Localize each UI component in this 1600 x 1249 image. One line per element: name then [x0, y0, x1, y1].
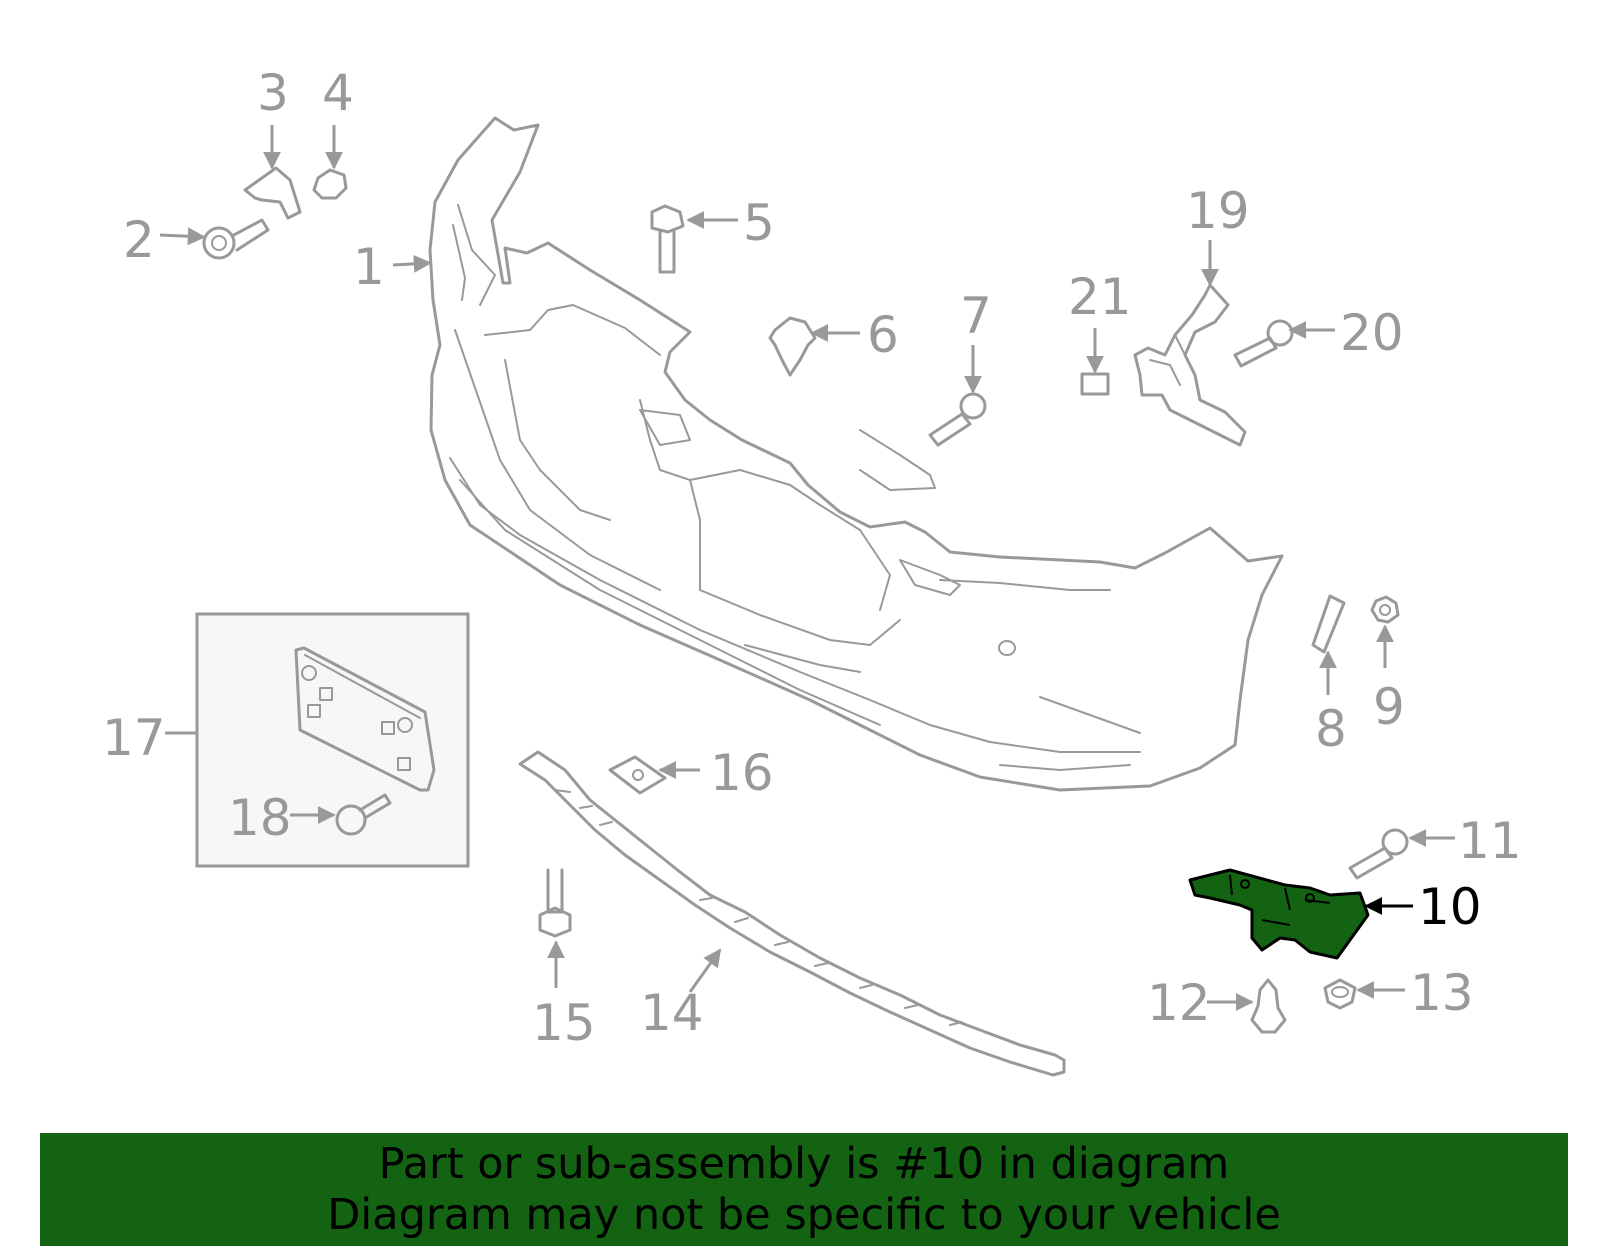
bolt-part-5: [650, 204, 685, 274]
callout-7: 7: [960, 287, 992, 345]
callout-13: 13: [1410, 964, 1474, 1022]
callout-12: 12: [1147, 974, 1211, 1032]
callout-10-highlighted: 10: [1418, 878, 1482, 936]
callout-5: 5: [743, 194, 775, 252]
leader-lines: [159, 125, 1455, 1011]
callout-15: 15: [532, 994, 596, 1052]
stud-part-15: [538, 868, 572, 938]
nut-part-9: [1370, 595, 1400, 624]
callout-11: 11: [1458, 812, 1522, 870]
push-pin-part-6: [768, 316, 817, 377]
callout-6: 6: [867, 306, 899, 364]
banner-line-2: Diagram may not be specific to your vehi…: [327, 1189, 1281, 1240]
callout-labels: 1 2 3 4 5 6 7 8 9 10 11 12 13 14 15 16 1…: [102, 64, 1522, 1052]
callout-1: 1: [353, 238, 385, 296]
banner-line-1: Part or sub-assembly is #10 in diagram: [378, 1138, 1230, 1189]
callout-8: 8: [1315, 700, 1347, 758]
callout-4: 4: [322, 64, 354, 122]
callout-17: 17: [102, 709, 166, 767]
bracket-part-19: [1133, 283, 1247, 447]
clip-nut-part-16: [608, 755, 667, 795]
bolt-part-20: [1233, 319, 1294, 368]
callout-9: 9: [1373, 678, 1405, 736]
callout-14: 14: [640, 984, 704, 1042]
clip-part-4: [312, 168, 348, 200]
callout-3: 3: [257, 64, 289, 122]
pin-part-12: [1250, 978, 1287, 1034]
lower-strip-part-14: [518, 750, 1066, 1077]
callout-19: 19: [1186, 182, 1250, 240]
callout-21: 21: [1068, 268, 1132, 326]
license-plate-bracket-inset: [195, 612, 470, 868]
bumper-cover-part: [428, 116, 1284, 792]
strip-part-8: [1311, 594, 1346, 654]
bolt-part-2: [202, 218, 270, 260]
pad-part-21: [1080, 372, 1110, 396]
bracket-part-3: [243, 166, 302, 220]
callout-2: 2: [123, 211, 155, 269]
info-banner: Part or sub-assembly is #10 in diagram D…: [40, 1133, 1568, 1246]
callout-16: 16: [710, 744, 774, 802]
callout-18: 18: [228, 789, 292, 847]
screw-part-7: [928, 392, 987, 447]
bracket-part-10-highlighted: [1188, 868, 1370, 960]
bolt-part-11: [1348, 828, 1409, 880]
nut-part-13: [1323, 978, 1357, 1010]
callout-20: 20: [1340, 304, 1404, 362]
